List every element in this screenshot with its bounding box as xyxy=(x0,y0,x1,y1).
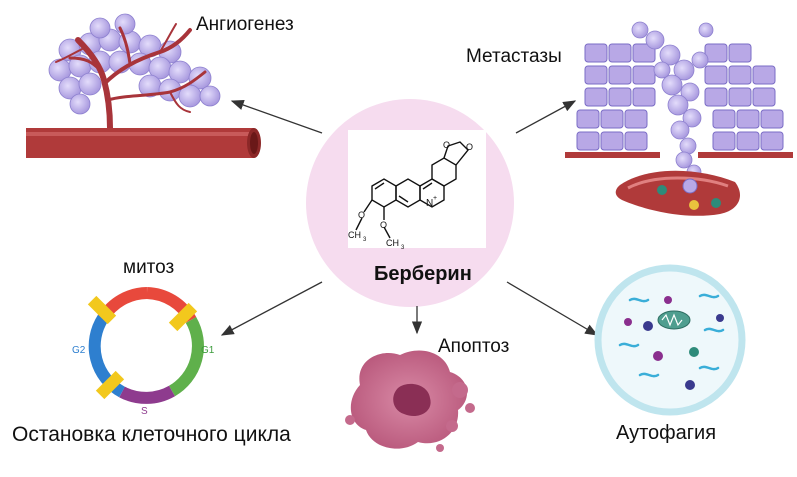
oxygen-label-2: O xyxy=(466,142,473,152)
methoxy-oxygen-2: O xyxy=(380,220,387,230)
arrow-to-autophagy xyxy=(506,281,599,336)
migrating-cells xyxy=(631,21,714,180)
arrow-to-angiogenesis xyxy=(230,100,323,134)
autophagy-label: Аутофагия xyxy=(616,422,717,444)
oxygen-label-1: O xyxy=(443,140,450,150)
apoptosis-illustration xyxy=(345,350,475,452)
metastasis-label: Метастазы xyxy=(466,46,562,67)
phase-s-arc xyxy=(119,385,175,404)
blood-vessel-capillary xyxy=(615,170,740,216)
basement-membrane-left xyxy=(565,152,660,158)
methyl-sub-1: 3 xyxy=(363,237,367,243)
cell-cycle-illustration xyxy=(87,287,204,404)
autophagosome-ring xyxy=(594,264,746,416)
molecule-panel xyxy=(348,130,486,248)
berberine-molecule-icon xyxy=(355,141,469,239)
protein-strands xyxy=(618,293,725,378)
nitrogen-label: N xyxy=(426,198,433,209)
fragmented-nucleus xyxy=(393,383,431,417)
mitosis-label: митоз xyxy=(123,257,175,278)
phase-g1-arc xyxy=(168,317,204,397)
arrow-to-cell-cycle xyxy=(220,281,323,336)
methyl-sub-2: 3 xyxy=(401,245,405,251)
methyl-label-2: CH xyxy=(386,238,399,248)
cell-cycle-arrest-label: Остановка клеточного цикла xyxy=(12,423,291,446)
metastasis-illustration xyxy=(565,21,793,216)
methyl-label-1: CH xyxy=(348,230,361,240)
checkpoint-blocks xyxy=(87,295,198,400)
berberine-label: Берберин xyxy=(374,263,472,285)
nitrogen-charge: + xyxy=(433,195,437,202)
organelles xyxy=(624,296,724,390)
arrow-to-metastasis xyxy=(515,100,577,134)
basement-membrane-right xyxy=(698,152,793,158)
apoptosis-label: Апоптоз xyxy=(438,336,510,357)
phase-g1-label: G1 xyxy=(201,345,215,356)
autophagy-illustration xyxy=(594,264,746,416)
tumor-cell-grid xyxy=(576,43,784,151)
angiogenesis-illustration xyxy=(26,13,261,158)
methoxy-oxygen-1: O xyxy=(358,210,365,220)
arrows xyxy=(220,100,599,336)
berberine-center: N + O O O O CH 3 CH 3 xyxy=(306,99,514,307)
phase-s-label: S xyxy=(141,406,148,417)
vessel-branches xyxy=(55,23,207,131)
angiogenesis-label: Ангиогенез xyxy=(196,14,294,35)
phase-g2-label: G2 xyxy=(72,345,86,356)
